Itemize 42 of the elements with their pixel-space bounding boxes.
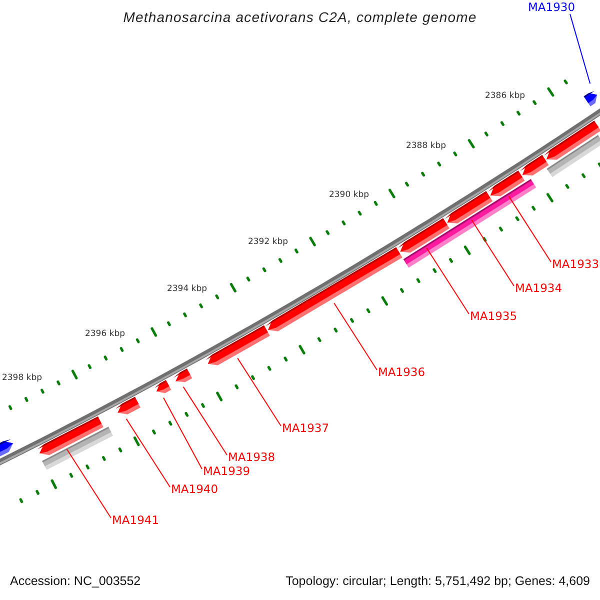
- gene-label: MA1933: [552, 258, 600, 272]
- leader-line: [237, 358, 282, 426]
- gene-label: MA1937: [282, 422, 330, 436]
- gene-feature: [520, 155, 549, 176]
- leader-line: [570, 14, 591, 84]
- scale-label: 2388 kbp: [406, 141, 446, 152]
- accession-note: Accession: NC_003552: [10, 574, 141, 589]
- scale-label: 2398 kbp: [2, 373, 42, 384]
- leader-line: [66, 448, 112, 518]
- scale-label: 2396 kbp: [84, 329, 126, 340]
- gene-feature: [206, 325, 270, 366]
- gene-feature: [174, 368, 192, 382]
- leader-line: [471, 219, 514, 286]
- gene-feature: [154, 380, 172, 394]
- title: Methanosarcina acetivorans C2A, complete genome: [122, 9, 478, 26]
- leader-line: [163, 397, 202, 470]
- scale-label: 2392 kbp: [248, 237, 288, 248]
- gene-feature: [488, 170, 525, 196]
- gene-label: MA1935: [470, 310, 518, 324]
- leader-line: [426, 247, 470, 314]
- leader-line: [334, 302, 378, 370]
- leader-line: [182, 386, 228, 456]
- leader-line: [508, 196, 552, 262]
- gene-feature: [266, 247, 402, 332]
- gene-label: MA1941: [112, 514, 160, 528]
- scale-label: 2390 kbp: [328, 190, 370, 200]
- gene-label: MA1938: [228, 451, 276, 465]
- gene-label: MA1940: [171, 483, 218, 497]
- gene-feature: [584, 91, 598, 106]
- feature-bar: [42, 426, 113, 470]
- leader-line: [126, 418, 170, 488]
- gene-label: MA1934: [515, 282, 562, 296]
- scale-label: 2386 kbp: [484, 91, 526, 102]
- genome-summary: Topology: circular; Length: 5,751,492 bp; Genes: 4,609: [286, 574, 590, 589]
- gene-label: MA1936: [378, 366, 426, 380]
- gene-label: MA1930: [528, 1, 576, 15]
- gene-feature: [0, 439, 14, 456]
- gene-feature: [444, 191, 493, 224]
- gene-feature: [116, 396, 140, 414]
- gene-label: MA1939: [203, 465, 250, 479]
- feature-bar: [546, 135, 600, 178]
- scale-label: 2394 kbp: [166, 284, 208, 294]
